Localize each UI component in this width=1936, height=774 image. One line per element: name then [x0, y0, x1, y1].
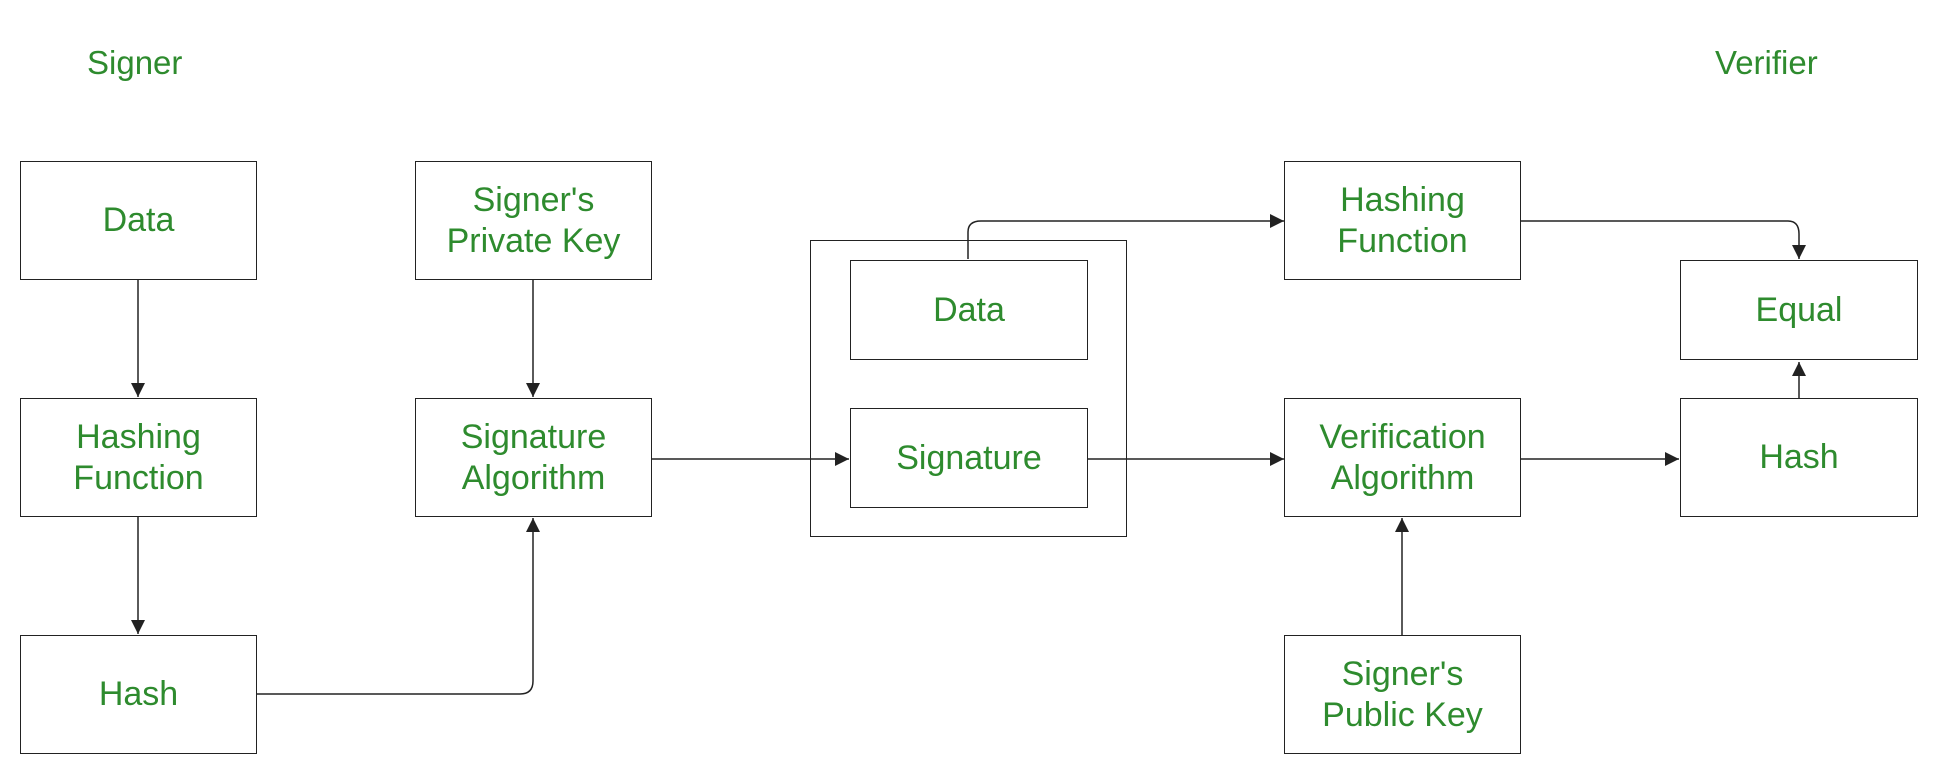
edge-hashing-function-to-equal: [1521, 220, 1806, 259]
verifier-heading: Verifier: [1715, 44, 1818, 81]
hash-node-verifier: Hash: [1680, 398, 1918, 517]
data-node: Data: [20, 161, 257, 280]
edge-bundle-data-to-hashing-function: [967, 214, 1284, 259]
signer-private-key-node: Signer's Private Key: [415, 161, 652, 280]
signer-public-key-node: Signer's Public Key: [1284, 635, 1521, 754]
hashing-function-node-signer: Hashing Function: [20, 398, 257, 517]
edge-hash-to-signature-algorithm: [257, 518, 540, 695]
signature-algorithm-node: Signature Algorithm: [415, 398, 652, 517]
signer-heading: Signer: [87, 44, 183, 81]
verification-algorithm-node: Verification Algorithm: [1284, 398, 1521, 517]
signed-message-container: [810, 240, 1127, 537]
hashing-function-node-verifier: Hashing Function: [1284, 161, 1521, 280]
hash-node-signer: Hash: [20, 635, 257, 754]
bundle-signature-node: Signature: [850, 408, 1088, 508]
bundle-data-node: Data: [850, 260, 1088, 360]
equal-node: Equal: [1680, 260, 1918, 360]
